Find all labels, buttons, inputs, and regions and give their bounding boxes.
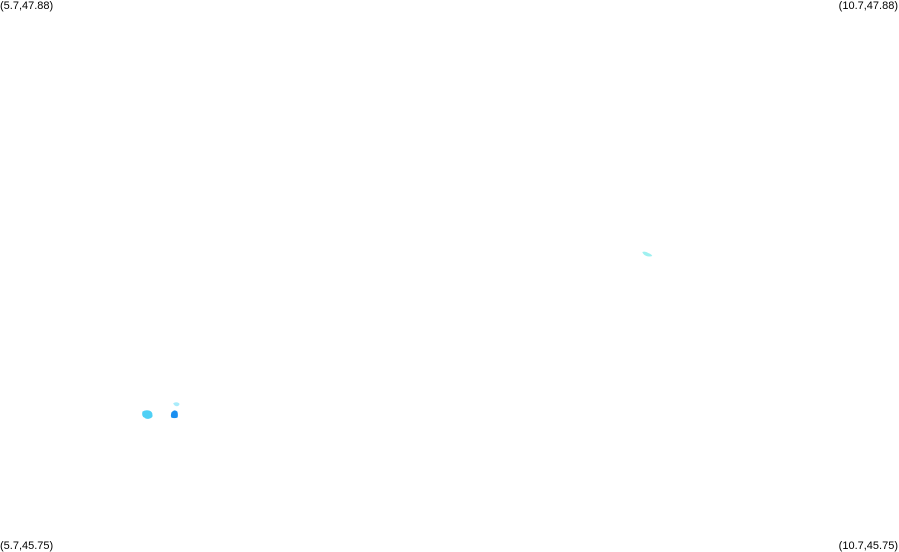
corner-label-top-left: (5.7,47.88) <box>0 0 54 12</box>
corner-label-bottom-left: (5.7,45.75) <box>0 540 54 552</box>
corner-label-bottom-right: (10.7,45.75) <box>838 540 898 552</box>
feature-east <box>642 251 653 257</box>
feature-west-c <box>173 402 180 407</box>
corner-label-top-right: (10.7,47.88) <box>838 0 898 12</box>
feature-west-a <box>142 410 153 419</box>
feature-west-b <box>170 410 178 419</box>
